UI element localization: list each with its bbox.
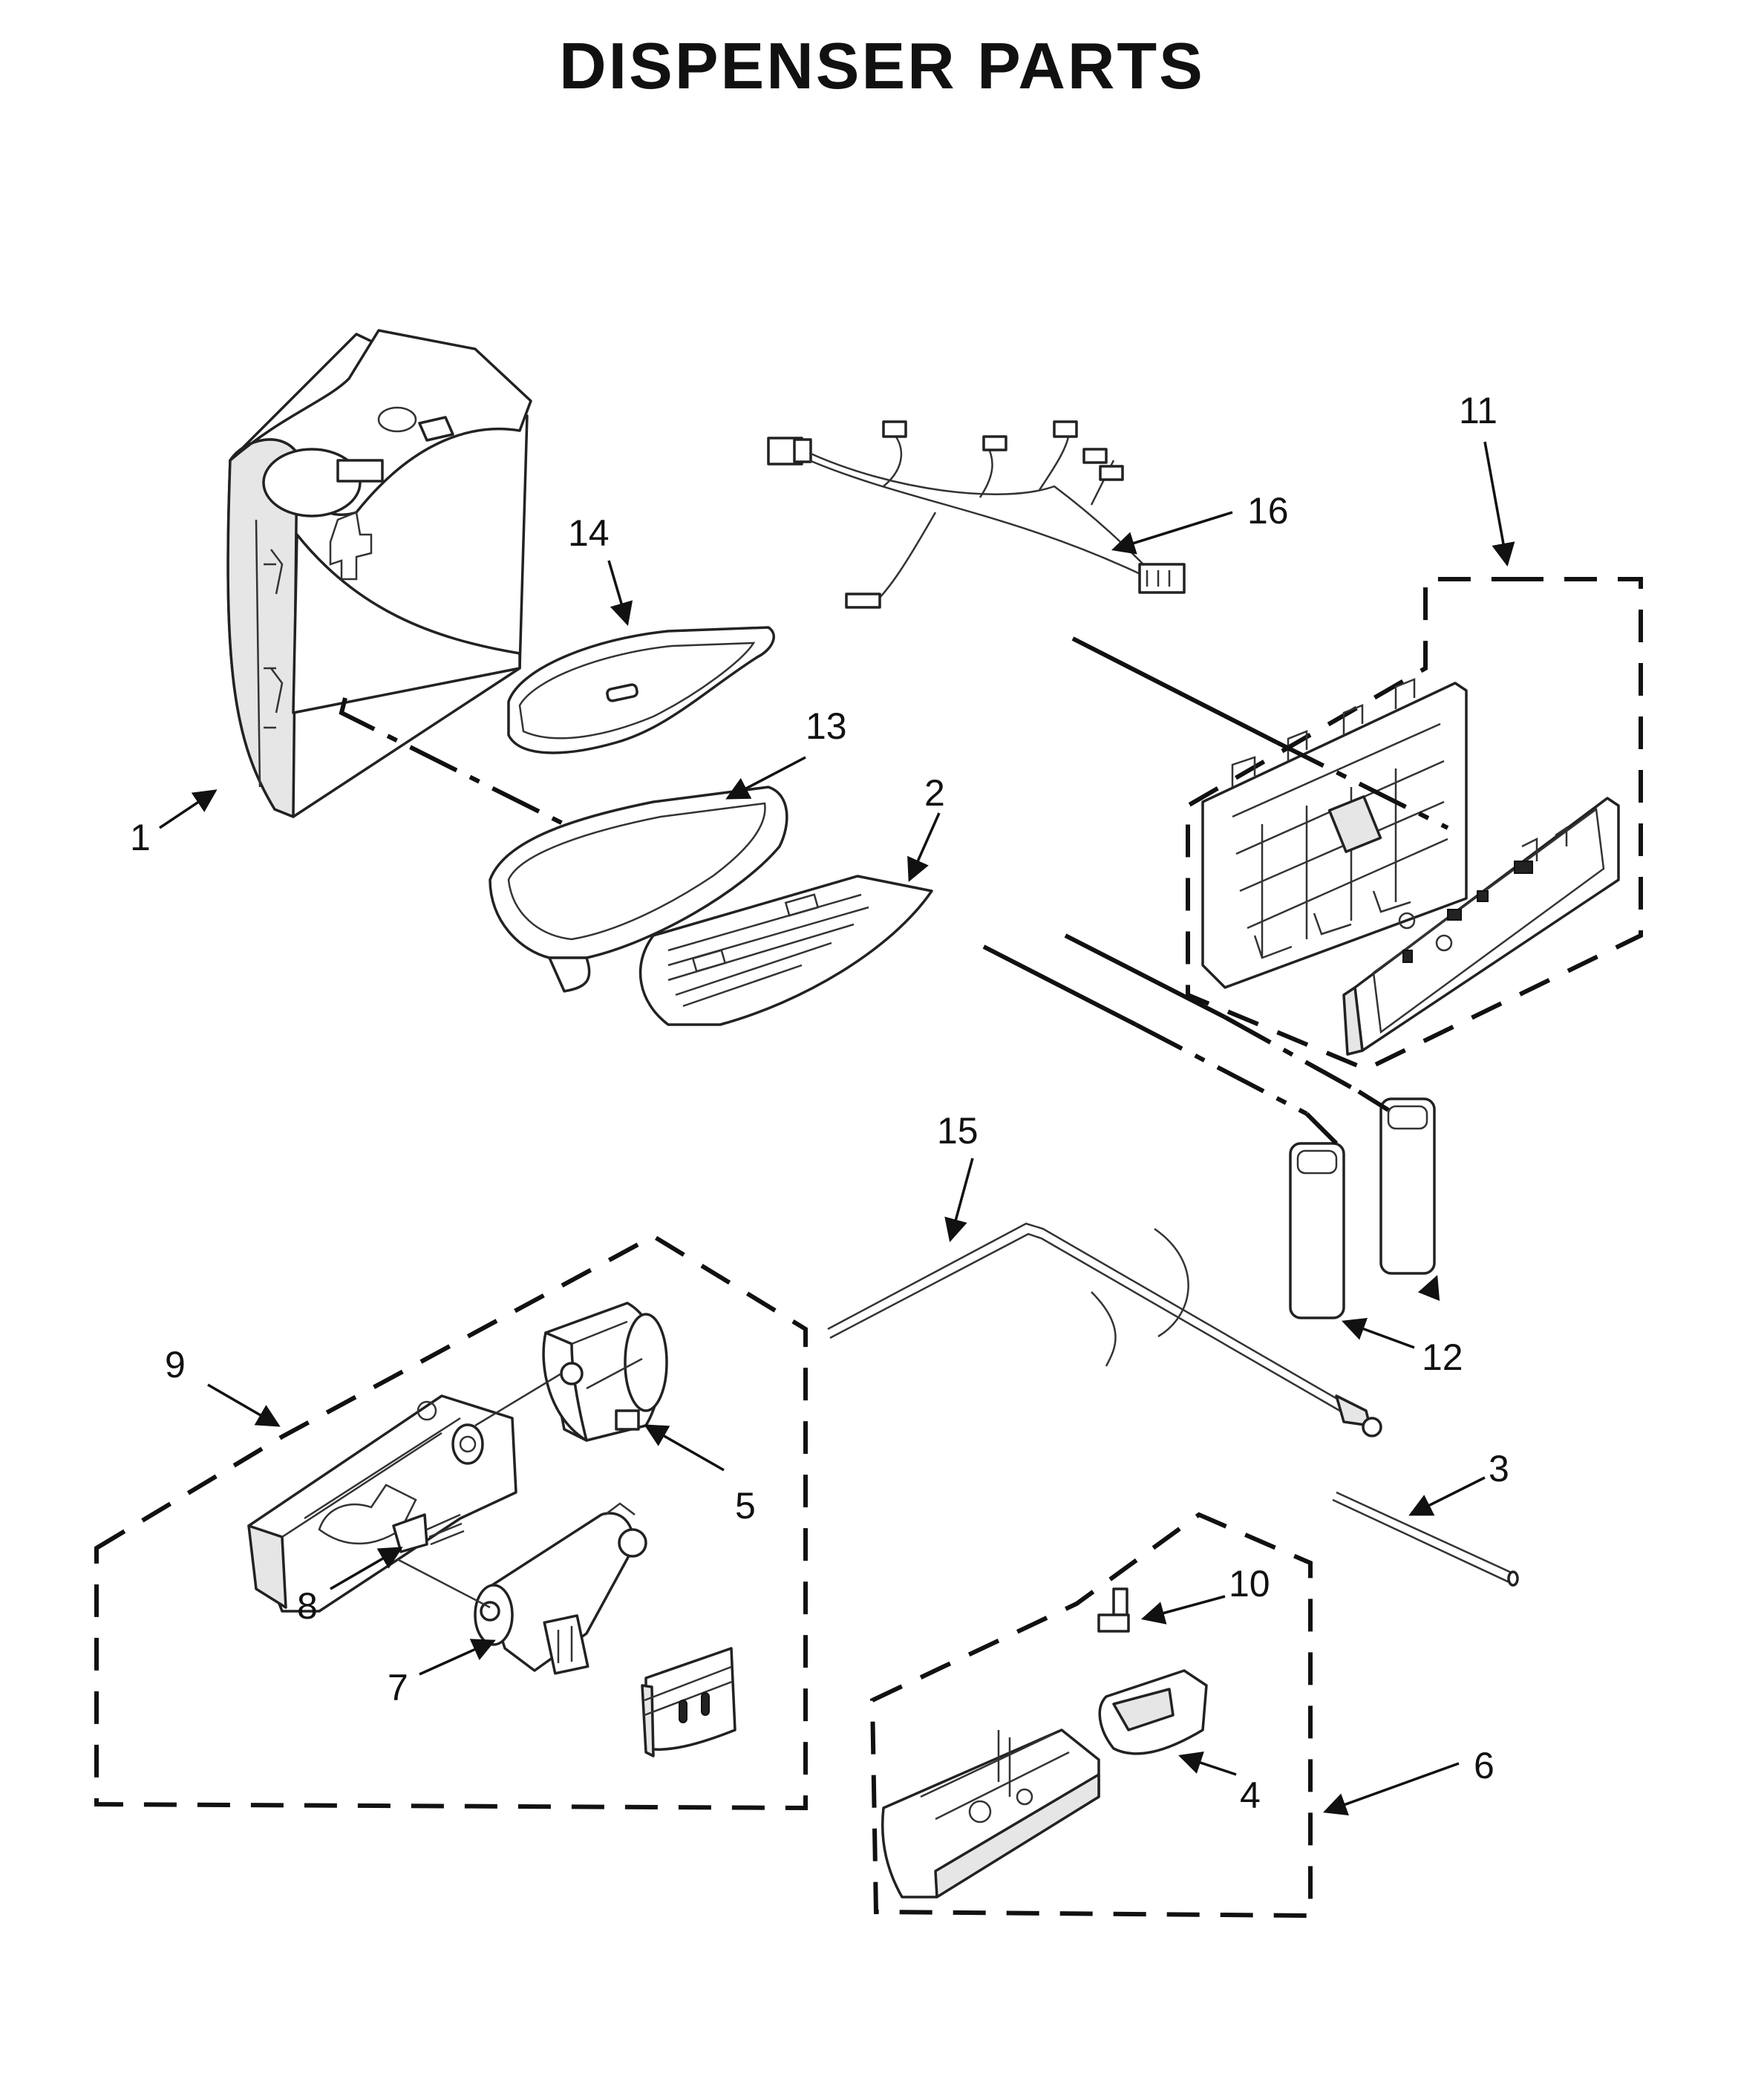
callout-10: 10 [1229,1563,1270,1605]
part-7-actuator-lever [396,1502,647,1675]
callout-16: 16 [1247,490,1289,532]
foam-pad [641,1647,736,1757]
callout-15: 15 [937,1110,979,1152]
callout-8: 8 [297,1585,318,1627]
part-12-paddle-buttons [1289,1097,1436,1319]
group-6-dispenser-lower-assembly [869,1512,1313,1919]
leader-lines [159,441,1515,1816]
callout-9: 9 [165,1344,186,1385]
callout-13: 13 [806,705,847,747]
part-10-switch [1097,1587,1130,1633]
callout-2: 2 [924,772,945,814]
page-title: DISPENSER PARTS [559,29,1205,102]
callout-3: 3 [1489,1448,1509,1489]
part-8-screw [392,1513,465,1553]
part-16-wire-harness [767,420,1186,609]
part-9-mounting-bracket [247,1394,517,1613]
part-11-control-assembly [1186,577,1643,1072]
part-2-tray-grille [638,875,933,1026]
callout-7: 7 [388,1667,408,1708]
part-1-dispenser-housing [226,329,532,818]
group-9-dispenser-motor-assembly [94,1233,808,1811]
callout-labels: 1 2 3 4 5 6 7 8 9 10 11 12 13 14 15 16 [130,390,1509,1816]
part-13-tray-frame [489,786,788,993]
part-6-lower-housing [881,1729,1100,1899]
callout-6: 6 [1474,1745,1494,1786]
callout-14: 14 [568,512,610,554]
callout-12: 12 [1422,1336,1463,1378]
part-14-gasket [507,626,775,754]
guide-lines [339,636,1449,1146]
part-4-light-cover [1098,1669,1208,1755]
callout-4: 4 [1240,1775,1261,1816]
callout-1: 1 [130,817,151,858]
part-15-water-tube [827,1222,1382,1437]
callout-5: 5 [735,1485,756,1527]
callout-11: 11 [1459,390,1497,431]
part-3-tube-segment [1332,1491,1519,1587]
